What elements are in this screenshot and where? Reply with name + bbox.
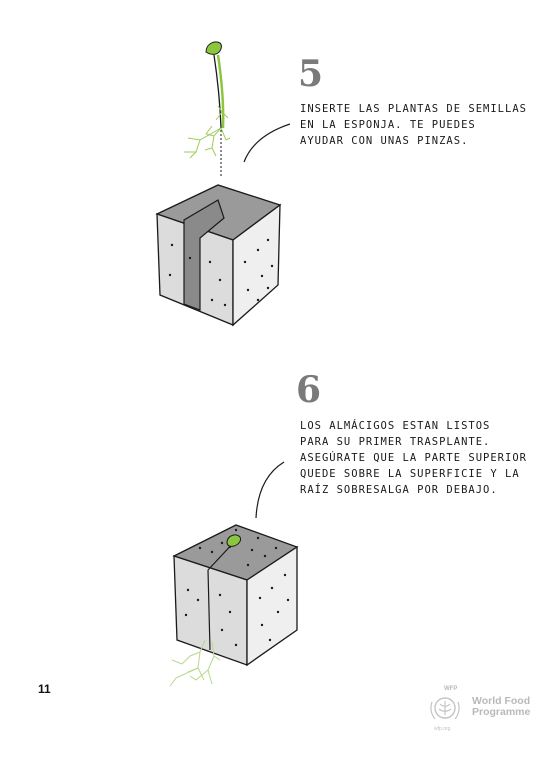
step-6-pointer-line: [255, 461, 285, 519]
wfp-logo: WFP World Food Programme wfp.org: [430, 684, 550, 734]
sponge-right-face: [232, 203, 281, 327]
step-5-number: 5: [298, 53, 324, 95]
seedling-stem: [213, 54, 222, 129]
wfp-emblem-icon: [430, 697, 460, 720]
step-5-sponge-cube: [155, 184, 282, 327]
seedling-roots: [184, 105, 231, 159]
wfp-logo-name: World Food Programme: [472, 696, 530, 718]
step-5-line-1: INSERTE LAS PLANTAS DE SEMILLAS: [300, 103, 527, 115]
step-6-line-2: PARA SU PRIMER TRASPLANTE.: [300, 436, 491, 448]
sprout-leaf: [226, 534, 241, 547]
step-6-instruction: LOS ALMÁCIGOS ESTAN LISTOS PARA SU PRIME…: [300, 418, 527, 498]
sponge-pores: [184, 528, 290, 647]
step-5-instruction: INSERTE LAS PLANTAS DE SEMILLAS EN LA ES…: [300, 101, 527, 149]
step-5-pointer-line: [243, 123, 291, 163]
step-5-seedling-illustration: [184, 41, 231, 178]
wfp-logo-abbr: WFP: [444, 686, 458, 692]
step-5-line-2: EN LA ESPONJA. TE PUEDES: [300, 119, 476, 131]
seedling-leaf: [205, 41, 222, 55]
wfp-logo-url: wfp.org: [434, 726, 451, 732]
seedling-stem-fill: [216, 54, 225, 129]
sponge-pores: [168, 238, 274, 307]
protruding-roots: [169, 639, 221, 687]
page-number: 11: [38, 682, 51, 696]
step-6-sponge-cube: [169, 524, 299, 687]
sponge-right-face: [246, 545, 298, 667]
step-6-line-3: ASEGÚRATE QUE LA PARTE SUPERIOR: [300, 452, 527, 464]
wfp-logo-name-line-1: World Food: [472, 695, 531, 707]
step-5-line-3: AYUDAR CON UNAS PINZAS.: [300, 135, 469, 147]
step-6-line-4: QUEDE SOBRE LA SUPERFICIE Y LA: [300, 468, 520, 480]
step-6-line-1: LOS ALMÁCIGOS ESTAN LISTOS: [300, 420, 491, 432]
step-6-number: 6: [296, 369, 322, 411]
sponge-slit: [183, 199, 225, 311]
step-6-line-5: RAÍZ SOBRESALGA POR DEBAJO.: [300, 484, 498, 496]
sponge-side-seam: [207, 569, 211, 651]
wfp-logo-name-line-2: Programme: [472, 706, 531, 718]
